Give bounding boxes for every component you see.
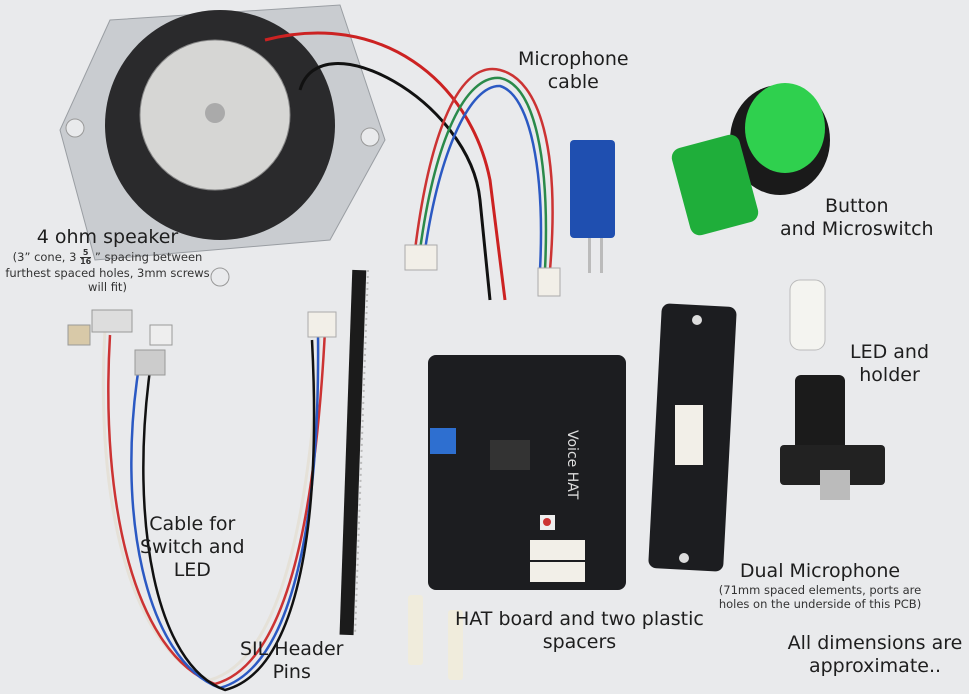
label-note: ” spacing between furthest spaced holes,… xyxy=(5,249,210,295)
label-disclaimer: All dimensions are approximate.. xyxy=(785,632,965,678)
label-dual-microphone: Dual Microphone (71mm spaced elements, p… xyxy=(715,560,925,612)
label-line: HAT board and two plastic xyxy=(455,608,704,630)
label-line: Pins xyxy=(272,660,311,683)
label-button: Button and Microswitch xyxy=(780,195,934,241)
speaker xyxy=(59,4,386,287)
label-line: LED and xyxy=(850,341,930,363)
microphone-cable xyxy=(404,67,561,297)
label-line: SIL Header xyxy=(240,638,344,660)
label-line: All dimensions are xyxy=(787,632,963,654)
fraction-denominator: 16 xyxy=(80,256,92,266)
label-microphone-cable: Microphone cable xyxy=(518,48,629,94)
fraction-numerator: 5 xyxy=(80,248,92,258)
label-line: Microphone xyxy=(518,48,629,70)
label-title: Dual Microphone xyxy=(739,560,901,582)
label-line: approximate.. xyxy=(808,654,942,677)
label-line: cable xyxy=(547,70,599,93)
plastic-spacer xyxy=(448,610,463,680)
label-line: Cable for xyxy=(149,513,236,535)
label-sil-header: SIL Header Pins xyxy=(240,638,343,684)
sil-header-pins xyxy=(339,269,369,636)
label-line: and Microswitch xyxy=(780,217,934,240)
label-line: Switch and xyxy=(140,535,245,558)
label-title: 4 ohm speaker xyxy=(36,226,179,248)
label-hat-board: HAT board and two plastic spacers xyxy=(455,608,704,654)
switch-led-cable xyxy=(67,309,337,692)
svg-text:Voice HAT: Voice HAT xyxy=(564,430,580,500)
label-line: holder xyxy=(859,363,920,386)
plastic-spacer xyxy=(408,595,423,665)
label-led: LED and holder xyxy=(850,341,929,387)
hat-board: Voice HAT xyxy=(428,355,626,590)
arcade-button xyxy=(671,83,830,236)
dual-microphone-board xyxy=(648,303,737,572)
label-line: Button xyxy=(824,195,889,217)
label-note: holes on the underside of this PCB) xyxy=(718,597,922,612)
label-note: (3” cone, 3 xyxy=(12,249,77,264)
label-note: (71mm spaced elements, ports are xyxy=(718,582,922,597)
label-line: LED xyxy=(173,558,211,581)
label-line: spacers xyxy=(542,630,617,653)
label-switch-led-cable: Cable for Switch and LED xyxy=(140,513,245,581)
microswitch xyxy=(570,140,615,273)
led-holder xyxy=(780,279,885,500)
